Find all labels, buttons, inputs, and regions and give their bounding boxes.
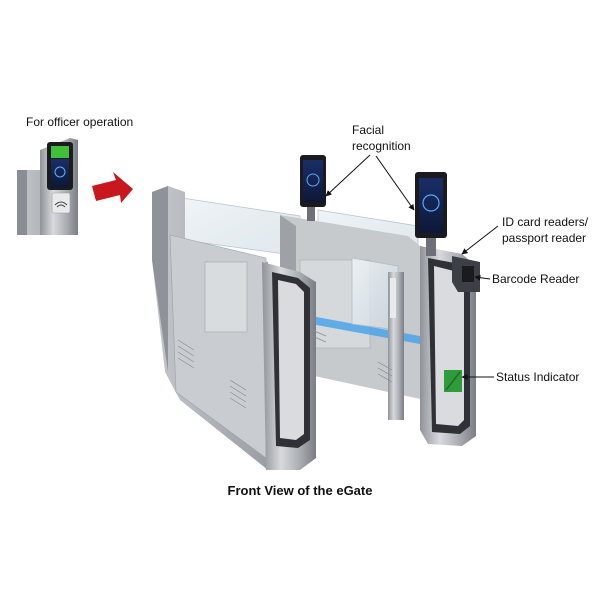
callout-id-reader (461, 225, 499, 255)
callout-barcode (474, 274, 491, 281)
callout-facial-middle (325, 154, 371, 197)
officer-unit-inset (17, 138, 78, 235)
label-status-indicator: Status Indicator (496, 370, 580, 384)
callout-facial-right (375, 155, 415, 211)
figure-caption: Front View of the eGate (227, 483, 373, 498)
direction-arrow (92, 172, 133, 203)
callout-lines (325, 154, 499, 380)
egate-body (152, 155, 480, 470)
label-id-line1: ID card readers/ (502, 215, 589, 229)
label-id-line2: passport reader (502, 231, 587, 245)
facial-recognition-tablet-right (415, 172, 447, 256)
label-facial-line2: recognition (352, 139, 411, 153)
contactless-icon (54, 201, 68, 208)
label-officer-operation: For officer operation (26, 115, 134, 129)
label-facial-line1: Facial (352, 123, 385, 137)
facial-recognition-tablet-middle (300, 155, 326, 221)
label-barcode-reader: Barcode Reader (492, 272, 580, 286)
officer-screen-green (51, 146, 69, 158)
